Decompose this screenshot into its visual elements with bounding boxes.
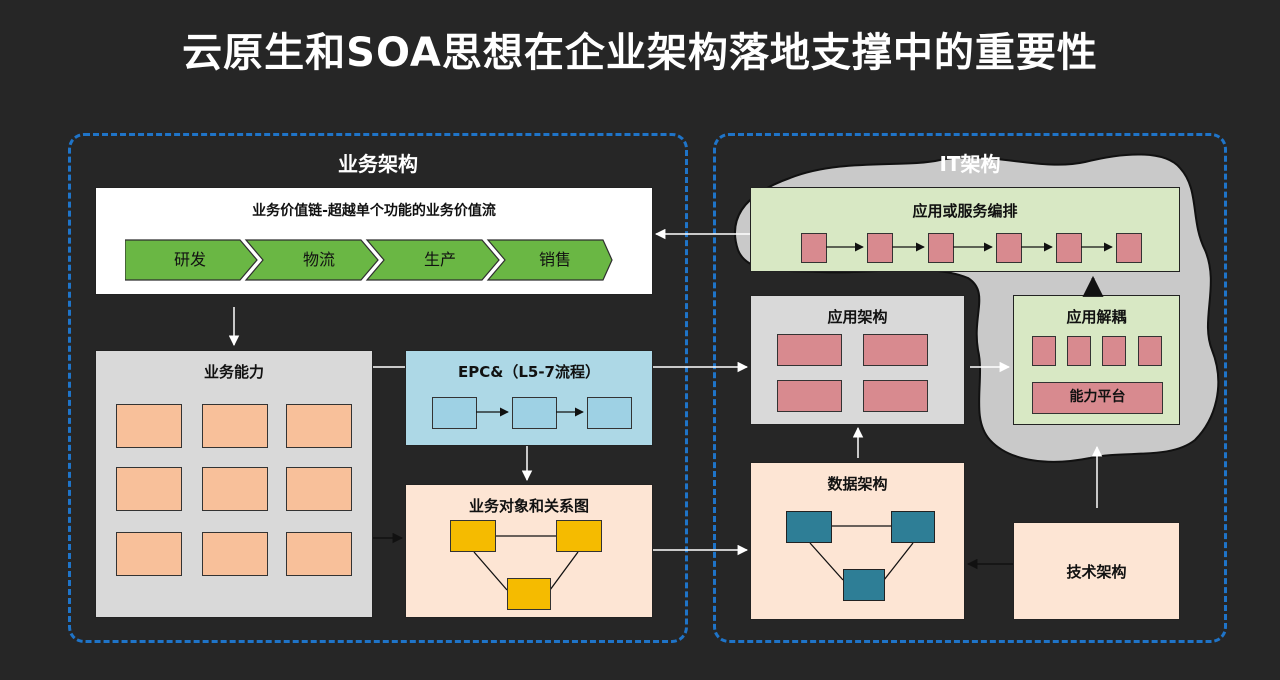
capability-block bbox=[202, 467, 268, 511]
capability-block bbox=[202, 532, 268, 576]
application-decoupling-box: 应用解耦 能力平台 bbox=[1013, 295, 1180, 425]
value-chain-chevrons bbox=[125, 239, 613, 281]
business-capability-box: 业务能力 bbox=[95, 350, 373, 618]
data-entity-node bbox=[891, 511, 935, 543]
epc-title: EPC&（L5-7流程） bbox=[458, 363, 600, 381]
capability-block bbox=[202, 404, 268, 448]
business-objects-title: 业务对象和关系图 bbox=[468, 497, 589, 515]
business-architecture-frame bbox=[68, 133, 688, 643]
process-step bbox=[512, 397, 557, 429]
technology-architecture-box: 技术架构 bbox=[1013, 522, 1180, 620]
business-object-node bbox=[507, 578, 551, 610]
service-node bbox=[928, 233, 954, 263]
value-chain-box: 业务价值链-超越单个功能的业务价值流 研发 物流 生产 销售 bbox=[95, 187, 653, 295]
service-node bbox=[801, 233, 827, 263]
capability-block bbox=[116, 467, 182, 511]
capability-block bbox=[116, 532, 182, 576]
data-entity-node bbox=[843, 569, 885, 601]
application-decoupling-title: 应用解耦 bbox=[1066, 308, 1127, 326]
service-node bbox=[1116, 233, 1142, 263]
microservice-node bbox=[1032, 336, 1056, 366]
capability-block bbox=[286, 532, 352, 576]
business-architecture-label: 业务架构 bbox=[338, 152, 418, 176]
application-architecture-title: 应用架构 bbox=[827, 308, 888, 326]
chevron-logistics bbox=[244, 239, 379, 281]
microservice-node bbox=[1067, 336, 1091, 366]
chevron-production bbox=[365, 239, 500, 281]
process-step bbox=[587, 397, 632, 429]
data-architecture-title: 数据架构 bbox=[827, 475, 888, 493]
page-title: 云原生和SOA思想在企业架构落地支撑中的重要性 bbox=[182, 30, 1098, 76]
capability-platform-label: 能力平台 bbox=[1069, 389, 1126, 405]
capability-block bbox=[286, 404, 352, 448]
stage-label: 研发 bbox=[173, 250, 206, 269]
capability-block bbox=[286, 467, 352, 511]
stage-label: 销售 bbox=[538, 250, 571, 269]
orchestration-box: 应用或服务编排 bbox=[750, 187, 1180, 272]
application-block bbox=[863, 380, 928, 412]
application-block bbox=[777, 334, 842, 366]
value-chain-title: 业务价值链-超越单个功能的业务价值流 bbox=[252, 203, 496, 219]
stage-label: 物流 bbox=[302, 250, 335, 269]
service-node bbox=[1056, 233, 1082, 263]
stage-label: 生产 bbox=[423, 250, 456, 269]
business-object-node bbox=[556, 520, 602, 552]
application-architecture-box: 应用架构 bbox=[750, 295, 965, 425]
service-node bbox=[996, 233, 1022, 263]
data-entity-node bbox=[786, 511, 832, 543]
capability-block bbox=[116, 404, 182, 448]
chevron-sales bbox=[486, 239, 613, 281]
technology-architecture-title: 技术架构 bbox=[1066, 563, 1127, 581]
business-object-node bbox=[450, 520, 496, 552]
epc-process-box: EPC&（L5-7流程） bbox=[405, 350, 653, 446]
it-architecture-label: IT架构 bbox=[939, 152, 1001, 176]
capability-platform-box: 能力平台 bbox=[1032, 382, 1163, 414]
microservice-node bbox=[1138, 336, 1162, 366]
service-node bbox=[867, 233, 893, 263]
it-architecture-frame bbox=[713, 133, 1227, 643]
process-step bbox=[432, 397, 477, 429]
business-capability-title: 业务能力 bbox=[203, 363, 264, 381]
microservice-node bbox=[1102, 336, 1126, 366]
chevron-rd bbox=[125, 239, 258, 281]
application-block bbox=[863, 334, 928, 366]
application-block bbox=[777, 380, 842, 412]
orchestration-title: 应用或服务编排 bbox=[912, 202, 1018, 220]
